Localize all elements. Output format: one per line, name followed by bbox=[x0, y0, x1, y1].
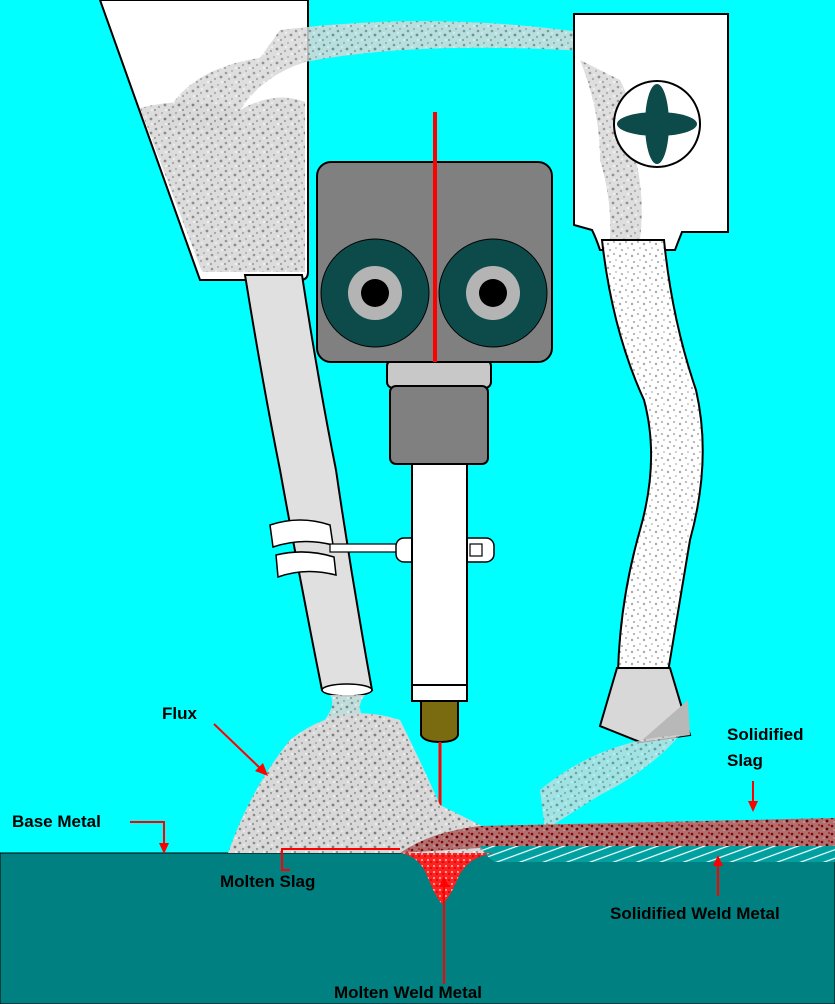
leader-lines bbox=[130, 723, 754, 984]
drive-roller-icon bbox=[320, 238, 430, 348]
cross-knob-icon[interactable] bbox=[613, 80, 701, 168]
arrow-heads bbox=[159, 763, 758, 887]
label-base-metal: Base Metal bbox=[12, 812, 101, 831]
label-solidified-weld-metal: Solidified Weld Metal bbox=[610, 904, 780, 923]
solidified-slag bbox=[400, 818, 835, 853]
label-solidified-slag-2: Slag bbox=[727, 751, 763, 770]
solidified-weld-metal bbox=[480, 846, 835, 862]
label-solidified-slag-1: Solidified bbox=[727, 725, 804, 744]
molten-weld-pool bbox=[400, 853, 495, 904]
drive-roller-icon bbox=[438, 238, 548, 348]
flux-feed-pipe bbox=[160, 21, 600, 130]
base-metal-plate bbox=[0, 852, 835, 1004]
label-molten-weld-metal: Molten Weld Metal bbox=[334, 983, 482, 1002]
label-molten-slag: Molten Slag bbox=[220, 872, 315, 891]
drive-coupling bbox=[386, 359, 492, 389]
contact-tip bbox=[420, 700, 459, 744]
flux-pile bbox=[228, 713, 500, 853]
contact-tube bbox=[411, 463, 468, 700]
flux-recovered bbox=[540, 735, 680, 830]
label-flux: Flux bbox=[162, 704, 197, 723]
drive-neck bbox=[389, 385, 489, 465]
